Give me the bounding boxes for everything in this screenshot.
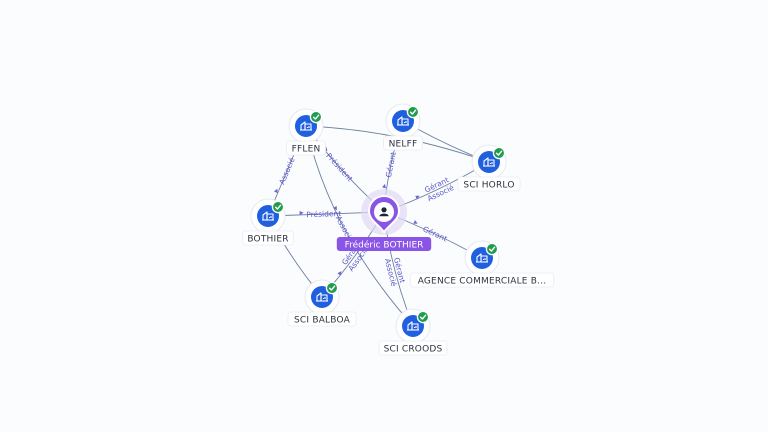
company-node-agence[interactable]: AGENCE COMMERCIALE B... xyxy=(409,240,555,288)
company-node-nelff[interactable]: NELFF xyxy=(383,103,423,151)
edge-role-label: Gérant xyxy=(384,151,398,178)
company-label-bg xyxy=(286,140,326,156)
building-icon xyxy=(397,116,409,126)
edge-label-group-person-bothier: Président xyxy=(299,209,341,219)
company-node-croods[interactable]: SCI CROODS xyxy=(378,308,448,356)
person-label-bg xyxy=(336,237,432,251)
company-name-label: SCI CROODS xyxy=(384,345,443,355)
person-icon xyxy=(379,207,389,217)
company-name-label: AGENCE COMMERCIALE B... xyxy=(418,277,547,287)
company-label-bg xyxy=(457,176,521,192)
edge-role-label: Associé xyxy=(277,156,296,186)
edge-role-label: Président xyxy=(324,151,354,183)
check-badge-icon xyxy=(406,105,420,119)
edge-arrow-icon xyxy=(273,188,278,194)
company-name-label: SCI HORLO xyxy=(463,181,514,191)
building-icon xyxy=(483,157,495,167)
company-name-label: NELFF xyxy=(389,140,418,150)
edge-arrow-icon xyxy=(299,210,304,215)
check-badge-icon xyxy=(485,242,499,256)
company-name-label: FFLEN xyxy=(292,145,321,155)
person-name-label: Frédéric BOTHIER xyxy=(345,239,424,250)
company-node-balboa[interactable]: SCI BALBOA xyxy=(287,279,357,327)
company-label-bg xyxy=(409,272,555,288)
edge-arrow-icon xyxy=(415,195,420,200)
edge-arrow-icon xyxy=(413,220,418,224)
company-label-bg xyxy=(287,311,357,327)
check-badge-icon xyxy=(492,146,506,160)
building-icon xyxy=(262,211,274,221)
nodes-layer: FFLEN NELFF SCI HORLO BOTHIER AGENCE COMMERC… xyxy=(242,103,555,356)
building-icon xyxy=(316,292,328,302)
company-name-label: BOTHIER xyxy=(247,235,288,245)
building-icon xyxy=(300,121,312,131)
person-node[interactable]: Frédéric BOTHIER xyxy=(336,189,432,251)
building-icon xyxy=(407,321,419,331)
company-label-bg xyxy=(242,230,294,246)
edge-label-group-person-nelff: Gérant xyxy=(382,151,398,189)
company-node-horlo[interactable]: SCI HORLO xyxy=(457,144,521,192)
company-name-label: SCI BALBOA xyxy=(294,316,351,326)
check-badge-icon xyxy=(309,110,323,124)
company-label-bg xyxy=(378,340,448,356)
company-node-fflen[interactable]: FFLEN xyxy=(286,108,326,156)
edge-arrow-icon xyxy=(382,183,386,189)
edge-arrow-icon xyxy=(337,271,342,276)
edge-role-label: Président xyxy=(306,209,341,219)
check-badge-icon xyxy=(416,310,430,324)
check-badge-icon xyxy=(271,200,285,214)
company-label-bg xyxy=(383,135,423,151)
check-badge-icon xyxy=(325,281,339,295)
company-node-bothier[interactable]: BOTHIER xyxy=(242,198,294,246)
building-icon xyxy=(476,253,488,263)
edge-label-group-fflen-bothier: Associé xyxy=(273,156,297,194)
edge-arrow-icon xyxy=(333,205,337,211)
